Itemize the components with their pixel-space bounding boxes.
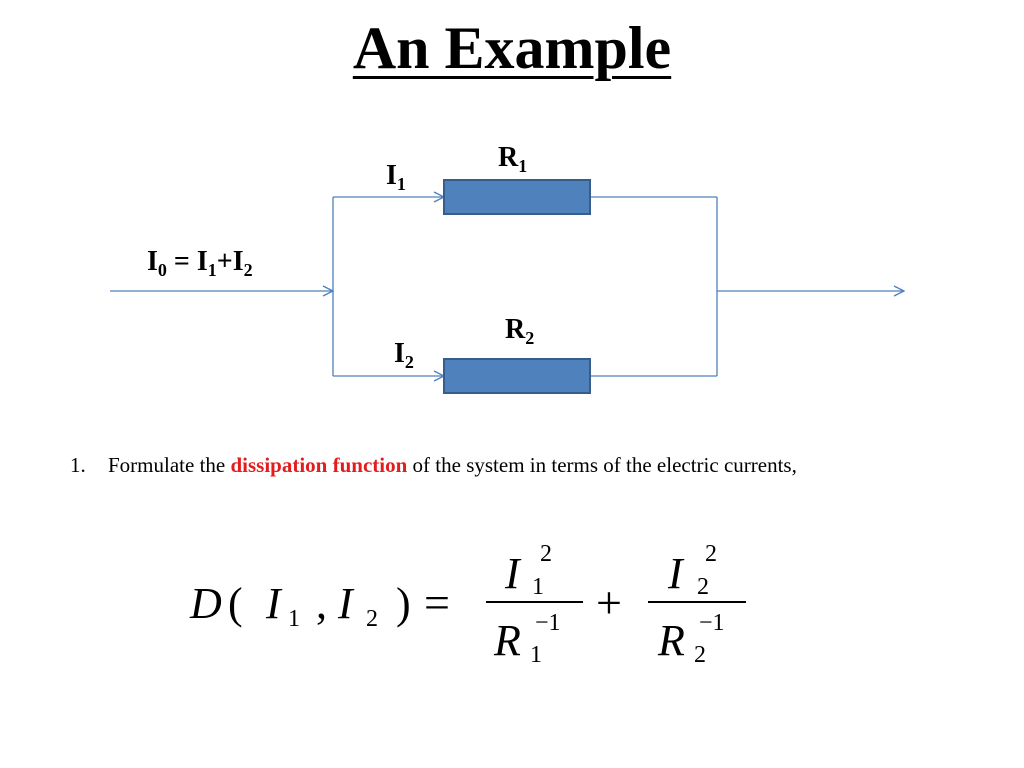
frac1-denominator-sub: 1 <box>530 642 542 668</box>
eq-comma: , <box>316 579 327 628</box>
eq-var-i1-sub: 1 <box>288 606 300 632</box>
eq-equals: = <box>424 577 450 628</box>
resistor-r2 <box>443 358 591 394</box>
resistor-r1-label: R1 <box>498 142 527 176</box>
current-i1-label: I1 <box>386 160 406 194</box>
frac2-denominator-sup: −1 <box>699 610 725 636</box>
frac1-numerator: I <box>504 549 522 598</box>
resistor-r2-label: R2 <box>505 314 534 348</box>
frac2-denominator: R <box>657 616 685 665</box>
frac2-denominator-sub: 2 <box>694 642 706 668</box>
frac1-denominator-sup: −1 <box>535 610 561 636</box>
list-item-text-before: Formulate the <box>108 453 231 477</box>
slide-title: An Example <box>352 15 672 81</box>
eq-function-d: D <box>189 579 222 628</box>
total-current-label: I0 = I1+I2 <box>147 246 253 280</box>
eq-var-i2-sub: 2 <box>366 606 378 632</box>
eq-var-i2: I <box>337 579 355 628</box>
list-item-highlight: dissipation function <box>230 453 408 477</box>
eq-var-i1: I <box>265 579 283 628</box>
frac1-denominator: R <box>493 616 521 665</box>
frac2-numerator-sup: 2 <box>705 541 717 567</box>
resistor-r1 <box>443 179 591 215</box>
eq-plus: + <box>596 577 622 628</box>
list-item: 1. Formulate the dissipation function of … <box>70 453 797 478</box>
frac1-numerator-sub: 1 <box>532 574 544 600</box>
frac2-numerator: I <box>667 549 685 598</box>
eq-close-paren: ) <box>396 579 411 628</box>
list-item-text-after: of the system in terms of the electric c… <box>407 453 797 477</box>
eq-open-paren: ( <box>228 579 243 628</box>
frac2-numerator-sub: 2 <box>697 574 709 600</box>
frac1-numerator-sup: 2 <box>540 541 552 567</box>
current-i2-label: I2 <box>394 338 414 372</box>
list-item-number: 1. <box>70 453 86 477</box>
numbered-list: 1. Formulate the dissipation function of … <box>70 453 797 478</box>
